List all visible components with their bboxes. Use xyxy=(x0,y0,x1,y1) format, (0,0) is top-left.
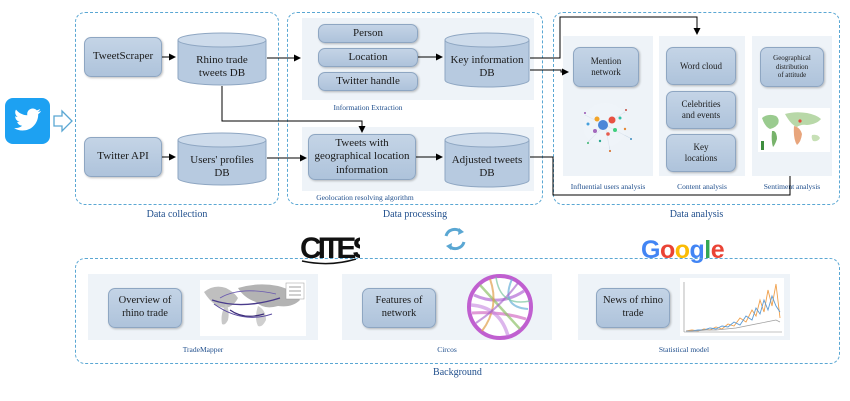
data-processing-panel xyxy=(287,12,543,205)
cites-logo-text: CITES xyxy=(300,232,360,265)
overview-label-1: Overview of xyxy=(118,295,172,307)
location-node: Location xyxy=(318,48,418,67)
news-label-2: trade xyxy=(622,308,644,319)
google-logo: Google xyxy=(641,236,725,265)
mention-label-2: network xyxy=(591,67,621,77)
twitter-bird-icon xyxy=(14,108,42,131)
twitter-handle-node: Twitter handle xyxy=(318,72,418,91)
geo-tweets-node: Tweets with geographical location inform… xyxy=(308,134,416,180)
profiles-db-label-1: Users' profiles xyxy=(190,154,254,166)
geodist-label-3: of attitude xyxy=(777,71,807,80)
data-processing-title: Data processing xyxy=(382,209,448,220)
cites-logo: CITES xyxy=(298,229,360,265)
influential-caption: Influential users analysis xyxy=(570,182,646,191)
geodist-label-1: Geographical xyxy=(773,54,811,63)
geo-distribution-node: Geographical distribution of attitude xyxy=(760,47,824,87)
twitter-api-node: Twitter API xyxy=(84,137,162,177)
key-db-label-1: Key information xyxy=(450,54,524,66)
keyloc-label-1: Key xyxy=(693,142,709,153)
info-extraction-caption: Information Extraction xyxy=(333,103,403,112)
keyloc-label-2: locations xyxy=(684,153,718,163)
features-label-1: Features of xyxy=(375,295,423,307)
google-letter-o2: o xyxy=(674,236,690,264)
mention-label-1: Mention xyxy=(590,56,622,67)
geo-label-3: information xyxy=(336,163,388,176)
circos-caption: Circos xyxy=(437,345,457,354)
google-letter-g: G xyxy=(641,236,660,264)
rhino-db-label-1: Rhino trade xyxy=(196,54,248,66)
rhino-db-label-2: tweets DB xyxy=(198,67,246,80)
adjusted-db-label-1: Adjusted tweets xyxy=(451,154,523,166)
adjusted-db-label-2: DB xyxy=(479,167,495,180)
geo-label-2: geographical location xyxy=(314,150,410,163)
news-node: News of rhino trade xyxy=(596,288,670,328)
background-title: Background xyxy=(433,367,482,378)
google-letter-o1: o xyxy=(659,236,675,264)
celeb-label-1: Celebrities xyxy=(681,99,721,110)
mention-network-node: Mention network xyxy=(573,47,639,87)
content-caption: Content analysis xyxy=(677,182,727,191)
key-locations-node: Key locations xyxy=(666,134,736,172)
geo-label-1: Tweets with xyxy=(335,137,389,150)
background-panel xyxy=(75,258,840,364)
sentiment-caption: Sentiment analysis xyxy=(763,182,821,191)
tweetscraper-node: TweetScraper xyxy=(84,37,162,77)
geodist-label-2: distribution xyxy=(775,62,809,71)
features-node: Features of network xyxy=(362,288,436,328)
data-collection-panel xyxy=(75,12,279,205)
overview-node: Overview of rhino trade xyxy=(108,288,182,328)
twitter-logo-icon xyxy=(5,98,50,144)
word-cloud-node: Word cloud xyxy=(666,47,736,85)
trademapper-caption: TradeMapper xyxy=(182,345,224,354)
news-label-1: News of rhino xyxy=(602,295,664,307)
key-db-label-2: DB xyxy=(479,67,495,80)
profiles-db-label-2: DB xyxy=(214,167,230,180)
statistical-caption: Statistical model xyxy=(658,345,710,354)
data-collection-title: Data collection xyxy=(146,209,208,220)
person-node: Person xyxy=(318,24,418,43)
google-letter-g2: g xyxy=(689,236,705,264)
data-analysis-title: Data analysis xyxy=(669,209,724,220)
hollow-arrow-right-icon xyxy=(53,109,73,133)
celebrities-node: Celebrities and events xyxy=(666,91,736,129)
data-analysis-panel xyxy=(553,12,840,205)
google-letter-l: l xyxy=(704,236,711,264)
google-letter-e: e xyxy=(710,236,725,264)
features-label-2: network xyxy=(381,308,417,319)
celeb-label-2: and events xyxy=(681,110,721,120)
geolocation-caption: Geolocation resolving algorithm xyxy=(316,193,414,202)
overview-label-2: rhino trade xyxy=(122,308,168,319)
cites-logo-icon: CITES xyxy=(300,232,360,265)
